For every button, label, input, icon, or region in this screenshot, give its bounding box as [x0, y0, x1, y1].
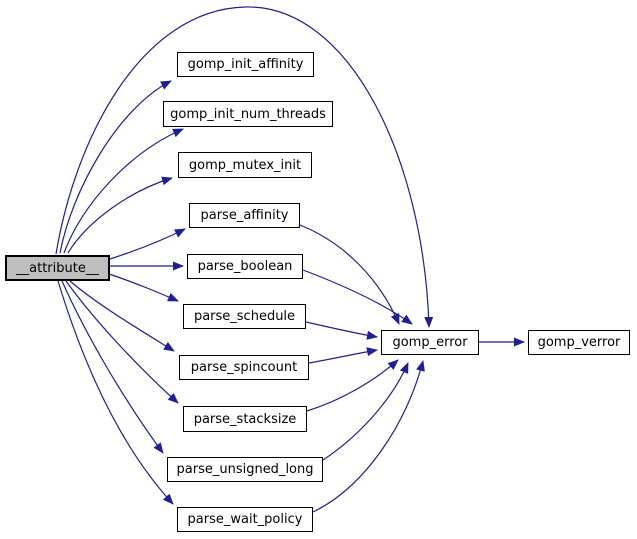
edge-attribute-to-parse_unsigned_long [61, 280, 164, 454]
edge-attribute-to-gomp_error [55, 6, 434, 328]
edge-parse_wait_policy-to-gomp_error [312, 360, 425, 513]
node-gomp_verror[interactable]: gomp_verror [528, 330, 630, 355]
node-parse_unsigned_long[interactable]: parse_unsigned_long [167, 457, 323, 482]
edge-parse_stacksize-to-gomp_error [306, 359, 399, 412]
node-attribute[interactable]: __attribute__ [5, 255, 110, 281]
edge-attribute-to-parse_spincount [69, 280, 175, 352]
edge-attribute-to-parse_stacksize [65, 280, 179, 404]
edge-attribute-to-gomp_init_num_threads [63, 128, 184, 254]
node-parse_affinity[interactable]: parse_affinity [189, 203, 300, 228]
edge-parse_boolean-to-gomp_error [302, 269, 413, 325]
node-parse_boolean[interactable]: parse_boolean [187, 254, 303, 279]
edge-attribute-to-gomp_init_affinity [59, 80, 172, 254]
edge-attribute-to-parse_wait_policy [57, 280, 174, 505]
node-parse_wait_policy[interactable]: parse_wait_policy [177, 507, 313, 532]
node-parse_schedule[interactable]: parse_schedule [183, 304, 306, 329]
node-parse_stacksize[interactable]: parse_stacksize [183, 406, 307, 432]
node-gomp_mutex_init[interactable]: gomp_mutex_init [178, 152, 312, 178]
node-gomp_init_num_threads[interactable]: gomp_init_num_threads [163, 101, 333, 127]
edge-attribute-to-parse_schedule [108, 273, 179, 302]
edge-parse_affinity-to-gomp_error [299, 224, 400, 325]
edge-parse_spincount-to-gomp_error [308, 347, 378, 364]
edge-attribute-to-parse_affinity [109, 228, 186, 260]
node-parse_spincount[interactable]: parse_spincount [179, 355, 309, 380]
node-gomp_error[interactable]: gomp_error [381, 330, 479, 355]
node-gomp_init_affinity[interactable]: gomp_init_affinity [177, 52, 314, 77]
edge-parse_unsigned_long-to-gomp_error [322, 362, 409, 461]
edge-parse_schedule-to-gomp_error [305, 321, 378, 340]
edge-attribute-to-gomp_mutex_init [67, 176, 173, 254]
